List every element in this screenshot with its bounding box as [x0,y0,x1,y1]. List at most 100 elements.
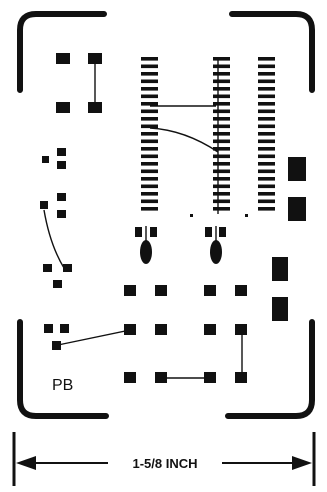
pad [155,324,167,335]
pad [57,193,66,201]
pad [43,264,52,272]
ic-pin-pad [258,162,275,166]
ic-pin-pad [258,154,275,159]
transistor-pad [150,227,157,237]
ic-pin-pad [141,162,158,166]
dimension-line: 1-5/8 INCH [12,432,316,486]
pad [204,372,216,383]
ic-pin-pad [258,79,275,84]
pad [63,264,72,272]
ic-pin-pad [213,192,230,196]
pad [235,372,247,383]
board-outline [17,11,315,419]
transistor-pad [219,227,226,237]
ic-pin-pad [258,124,275,129]
ic-pin-pad [141,109,158,114]
pad [155,372,167,383]
ic-pin-pad [213,169,230,174]
pad [57,210,66,218]
pad [204,285,216,296]
pad [204,324,216,335]
trace [149,127,219,153]
ic-pin-pad [141,94,158,99]
ic-pin-pad [258,102,275,106]
ic-pin-pad [258,147,275,151]
ic-pin-pad [213,102,230,106]
ic-pin-pad [141,132,158,136]
ic-pin-pad [258,72,275,76]
ic-pin-pad [141,139,158,144]
ic-pin-pad [141,102,158,106]
ic-pin-pad [213,207,230,211]
ic-pin-pad [141,57,158,61]
ic-pin-pad [141,79,158,84]
pad [235,324,247,335]
board-label: PB [52,377,73,394]
pad [56,53,70,64]
ic-pin-pad [258,169,275,174]
component-pads [40,53,306,383]
board-corner-bottom-left [17,319,109,419]
pad [44,324,53,333]
board-corner-top-right [229,11,315,93]
pad [57,161,66,169]
dimension-label: 1-5/8 INCH [132,456,197,471]
ic-pin-pad [141,147,158,151]
ic-pin-pad [141,177,158,181]
ic-pin-pad [213,117,230,121]
large-pad [272,257,288,281]
ic-pin-pad [141,124,158,129]
pad [57,148,66,156]
ic-pin-pad [258,177,275,181]
pad [235,285,247,296]
ic-pin-pad [213,132,230,136]
pad [52,341,61,350]
ic-pin-pad [258,184,275,189]
ic-pin-pad [141,169,158,174]
ic-pin-pad [213,199,230,204]
ic-pin-pad [141,192,158,196]
ic-pin-pad [213,162,230,166]
ic-pin-pad [213,87,230,91]
ic-pin-pad [141,64,158,69]
ic-pin-pad [258,192,275,196]
ic-pin-pad [213,109,230,114]
ic-pin-pad [258,64,275,69]
ic-pin-pad [141,207,158,211]
ic-pin-pad [258,94,275,99]
ic-pin-pad [141,87,158,91]
arrow-right-icon [292,456,312,470]
ic-pin-pad [213,147,230,151]
ic-pin-pad [258,57,275,61]
ic-pin-pad [141,72,158,76]
arrow-left-icon [16,456,36,470]
board-corner-bottom-right [225,319,315,419]
ic-pin-pad [213,79,230,84]
ic-pin-pad [258,207,275,211]
ic-pin-pad [141,199,158,204]
pad [53,280,62,288]
ic-pin-pad [213,94,230,99]
ic-pin-pad [258,199,275,204]
pad [88,102,102,113]
trace [43,209,65,269]
pad [40,201,48,209]
ic-socket-pads [141,57,275,211]
speck [190,214,193,217]
transistor-body [140,240,152,264]
speck [245,214,248,217]
ic-pin-pad [213,64,230,69]
ic-pin-pad [213,72,230,76]
ic-pin-pad [213,124,230,129]
board-corner-top-left [17,11,107,93]
traces [43,60,243,379]
pad [42,156,49,163]
transistor-body [210,240,222,264]
transistor-pad [135,227,142,237]
trace [57,329,131,346]
ic-pin-pad [141,154,158,159]
pad [88,53,102,64]
pad [124,372,136,383]
